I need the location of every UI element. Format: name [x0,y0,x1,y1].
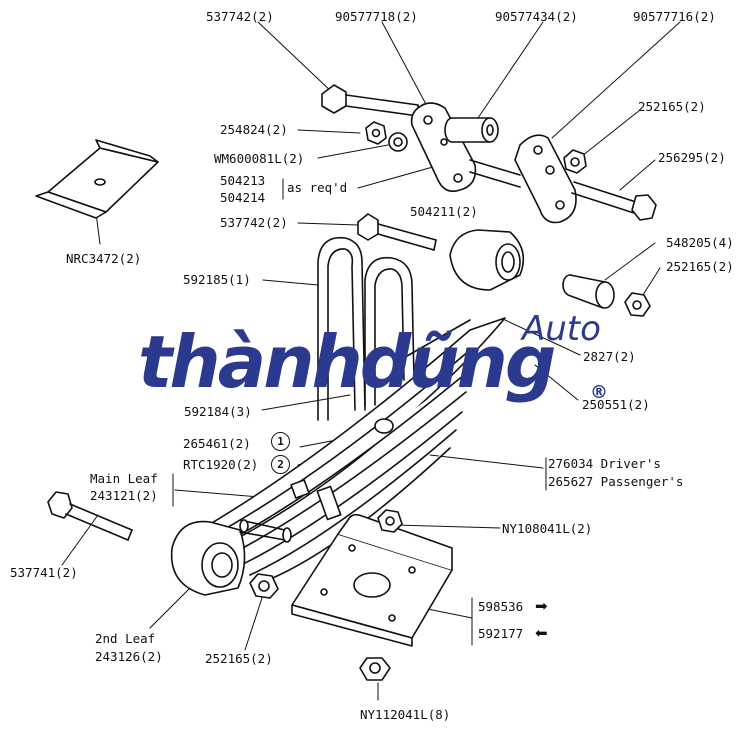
lower-plate [291,513,453,647]
nut-bottom [249,573,279,599]
label-bolt-right-top: 256295(2) [658,150,726,165]
label-main-leaf: Main Leaf [90,471,158,486]
label-nut-mid: NY108041L(2) [502,521,593,536]
nut-plate [359,657,391,681]
spring-clips [290,418,394,521]
label-bracket-right: 90577716(2) [633,9,716,24]
rear-eye [449,229,525,291]
label-bush-center: 90577434(2) [495,9,578,24]
label-plate-a: 598536 [478,599,524,614]
nut-mid [377,509,403,533]
label-pad: NRC3472(2) [66,251,142,266]
pad [35,139,159,219]
leaf-spring [199,317,506,581]
marker-circle-1: 1 [271,432,290,451]
marker-circle-2: 2 [271,455,290,474]
label-plate-b: 592177 [478,626,524,641]
arrow-right-icon: ➡ [535,597,548,615]
label-bracket-left: 90577718(2) [335,9,418,24]
bolt-left [47,491,133,541]
watermark-reg: ® [590,382,608,403]
label-ubolt-big: 592185(1) [183,272,251,287]
nut-right-mid [624,292,651,317]
washer-left [365,121,387,145]
ubolt-small [364,256,415,406]
label-nut-plate: NY112041L(8) [360,707,451,722]
bolt-right [571,181,657,221]
label-nut-bottom: 252165(2) [205,651,273,666]
arrow-left-icon: ⬅ [535,624,548,642]
label-spacer: 504211(2) [410,204,478,219]
bush-right [562,274,615,309]
nut-left-top [388,132,408,152]
label-ubolt-small: 592184(3) [184,404,252,419]
bolt-mid [357,213,437,251]
label-bush-right: 548205(4) [666,235,734,250]
label-shackle: 2827(2) [583,349,636,364]
label-top-bolt: 537742(2) [206,9,274,24]
top-bolt [321,84,419,117]
label-nut-right-mid: 252165(2) [666,259,734,274]
bracket-right [514,134,577,224]
nut-right-top [563,149,587,174]
label-pin: 250551(2) [582,397,650,412]
watermark-auto: Auto [522,309,601,349]
label-washer-left: 254824(2) [220,122,288,137]
label-nut-left-top: WM600081L(2) [214,151,305,166]
ubolt-big [317,236,366,421]
label-bolt-left: 537741(2) [10,565,78,580]
label-as-req: as req'd [287,180,348,195]
label-clamp: 265461(2) [183,436,251,451]
bracket-left [410,102,477,193]
label-shim-b: 504214 [220,190,266,205]
label-nut-right-top: 252165(2) [638,99,706,114]
label-second-leaf: 2nd Leaf [95,631,156,646]
center-bush [444,117,521,188]
watermark-brand: thànhdũng [138,320,556,404]
label-second-leaf-pn: 243126(2) [95,649,163,664]
label-shim-a: 504213 [220,173,266,188]
label-spring-passenger: 265627 Passenger's [548,474,684,489]
label-rtc: RTC1920(2) [183,457,259,472]
label-bolt-mid: 537742(2) [220,215,288,230]
label-main-leaf-pn: 243121(2) [90,488,158,503]
label-spring-driver: 276034 Driver's [548,456,661,471]
front-eye [170,519,292,596]
